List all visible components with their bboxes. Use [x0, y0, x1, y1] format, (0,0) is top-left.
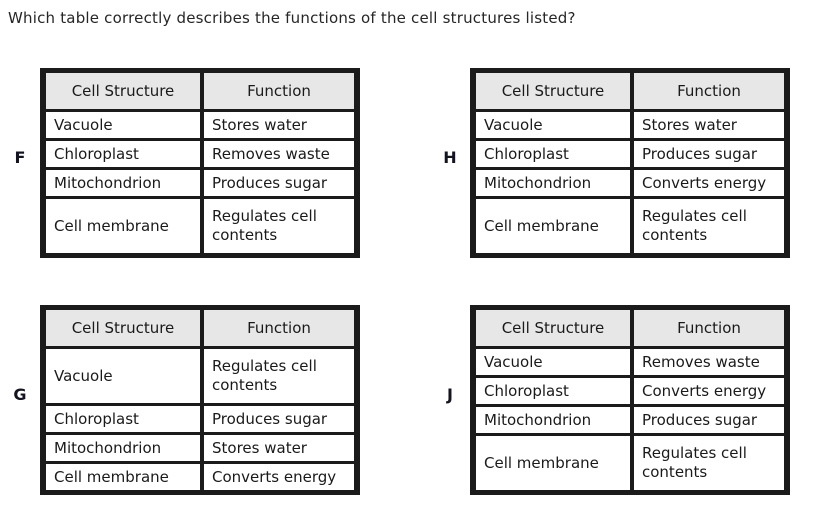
- table-row: Chloroplast Produces sugar: [46, 406, 354, 432]
- table-row: Vacuole Stores water: [476, 112, 784, 138]
- table-row: Vacuole Removes waste: [476, 349, 784, 375]
- table-row: Mitochondrion Produces sugar: [476, 407, 784, 433]
- table-row: Vacuole Stores water: [46, 112, 354, 138]
- column-header-cell-structure: Cell Structure: [46, 310, 200, 346]
- option-G-table: Cell Structure Function Vacuole Regulate…: [40, 305, 360, 495]
- option-label-H: H: [443, 147, 457, 167]
- table-header-row: Cell Structure Function: [476, 310, 784, 346]
- table-header-row: Cell Structure Function: [46, 310, 354, 346]
- table-row: Mitochondrion Converts energy: [476, 170, 784, 196]
- option-H-table: Cell Structure Function Vacuole Stores w…: [470, 68, 790, 258]
- table-header-row: Cell Structure Function: [46, 73, 354, 109]
- column-header-cell-structure: Cell Structure: [476, 73, 630, 109]
- cell-structure-value: Mitochondrion: [46, 170, 200, 196]
- cell-structure-value: Mitochondrion: [476, 407, 630, 433]
- column-header-function: Function: [204, 310, 354, 346]
- option-G: G Cell Structure Function Vacuole Regula…: [0, 305, 360, 495]
- cell-structure-value: Cell membrane: [46, 464, 200, 490]
- table-row: Chloroplast Produces sugar: [476, 141, 784, 167]
- option-label-G: G: [13, 384, 27, 404]
- cell-structure-value: Mitochondrion: [476, 170, 630, 196]
- table-row: Cell membrane Regulates cell contents: [476, 199, 784, 253]
- cell-function-value: Converts energy: [634, 170, 784, 196]
- table-row: Cell membrane Regulates cell contents: [476, 436, 784, 490]
- option-J: J Cell Structure Function Vacuole Remove…: [430, 305, 790, 495]
- column-header-cell-structure: Cell Structure: [476, 310, 630, 346]
- option-J-table: Cell Structure Function Vacuole Removes …: [470, 305, 790, 495]
- table-row: Vacuole Regulates cell contents: [46, 349, 354, 403]
- cell-function-value: Converts energy: [204, 464, 354, 490]
- cell-structure-value: Mitochondrion: [46, 435, 200, 461]
- cell-function-value: Regulates cell contents: [634, 436, 784, 490]
- cell-structure-value: Vacuole: [476, 112, 630, 138]
- cell-function-value: Converts energy: [634, 378, 784, 404]
- cell-structure-value: Vacuole: [46, 112, 200, 138]
- table-row: Cell membrane Converts energy: [46, 464, 354, 490]
- cell-structure-value: Cell membrane: [476, 199, 630, 253]
- cell-structure-value: Cell membrane: [46, 199, 200, 253]
- column-header-function: Function: [204, 73, 354, 109]
- cell-function-value: Stores water: [204, 435, 354, 461]
- table-row: Chloroplast Converts energy: [476, 378, 784, 404]
- option-F-table: Cell Structure Function Vacuole Stores w…: [40, 68, 360, 258]
- cell-structure-value: Chloroplast: [46, 406, 200, 432]
- cell-structure-value: Vacuole: [46, 349, 200, 403]
- cell-structure-value: Chloroplast: [476, 141, 630, 167]
- table-header-row: Cell Structure Function: [476, 73, 784, 109]
- cell-function-value: Produces sugar: [634, 407, 784, 433]
- cell-function-value: Produces sugar: [634, 141, 784, 167]
- cell-function-value: Stores water: [634, 112, 784, 138]
- option-F: F Cell Structure Function Vacuole Stores…: [0, 68, 360, 258]
- cell-function-value: Regulates cell contents: [204, 199, 354, 253]
- option-label-F: F: [14, 147, 26, 167]
- cell-function-value: Produces sugar: [204, 406, 354, 432]
- question-title: Which table correctly describes the func…: [8, 9, 576, 27]
- table-row: Chloroplast Removes waste: [46, 141, 354, 167]
- cell-structure-value: Chloroplast: [476, 378, 630, 404]
- cell-function-value: Stores water: [204, 112, 354, 138]
- column-header-function: Function: [634, 310, 784, 346]
- cell-function-value: Removes waste: [634, 349, 784, 375]
- table-row: Mitochondrion Produces sugar: [46, 170, 354, 196]
- cell-structure-value: Chloroplast: [46, 141, 200, 167]
- cell-structure-value: Vacuole: [476, 349, 630, 375]
- cell-function-value: Regulates cell contents: [204, 349, 354, 403]
- column-header-function: Function: [634, 73, 784, 109]
- cell-structure-value: Cell membrane: [476, 436, 630, 490]
- cell-function-value: Removes waste: [204, 141, 354, 167]
- table-row: Mitochondrion Stores water: [46, 435, 354, 461]
- option-label-J: J: [447, 384, 453, 404]
- table-row: Cell membrane Regulates cell contents: [46, 199, 354, 253]
- option-H: H Cell Structure Function Vacuole Stores…: [430, 68, 790, 258]
- cell-function-value: Produces sugar: [204, 170, 354, 196]
- cell-function-value: Regulates cell contents: [634, 199, 784, 253]
- column-header-cell-structure: Cell Structure: [46, 73, 200, 109]
